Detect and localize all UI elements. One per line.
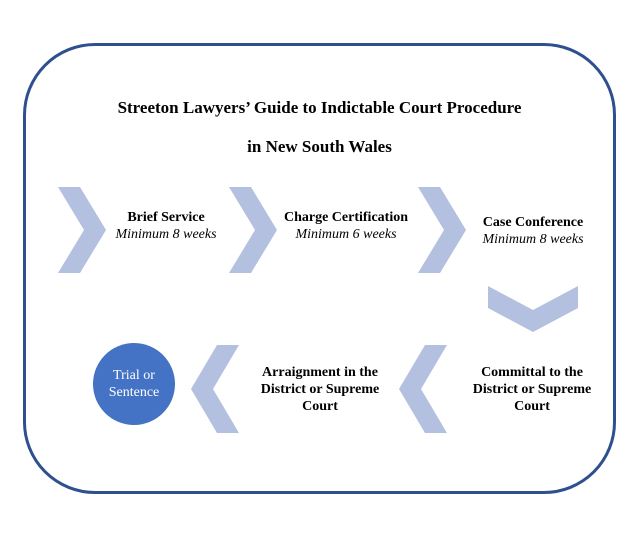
step-duration: Minimum 8 weeks (115, 227, 217, 242)
final-step-circle: Trial or Sentence (93, 343, 175, 425)
step-committal: Committal to the District or Supreme Cou… (460, 364, 604, 415)
final-step-label: Trial or Sentence (108, 368, 160, 400)
step-duration: Minimum 6 weeks (295, 227, 397, 242)
step-case-conference: Case Conference Minimum 8 weeks (462, 214, 604, 248)
diagram-title-line-1: Streeton Lawyers’ Guide to Indictable Co… (117, 98, 522, 117)
chevron-right-3 (418, 187, 466, 273)
step-name: Arraignment in the District or Supreme C… (260, 365, 380, 414)
step-charge-certification: Charge Certification Minimum 6 weeks (270, 209, 422, 243)
step-name: Case Conference (482, 215, 584, 230)
step-arraignment: Arraignment in the District or Supreme C… (252, 364, 388, 415)
diagram-title-line-2: in New South Wales (247, 137, 392, 156)
chevron-down (488, 286, 578, 332)
chevron-left-2 (191, 345, 239, 433)
chevron-left-1 (399, 345, 447, 433)
chevron-right-2 (229, 187, 277, 273)
chevron-right-1 (58, 187, 106, 273)
step-name: Committal to the District or Supreme Cou… (472, 365, 592, 414)
step-duration: Minimum 8 weeks (482, 232, 584, 247)
step-name: Brief Service (127, 210, 205, 225)
step-name: Charge Certification (283, 210, 409, 225)
step-brief-service: Brief Service Minimum 8 weeks (100, 209, 232, 243)
